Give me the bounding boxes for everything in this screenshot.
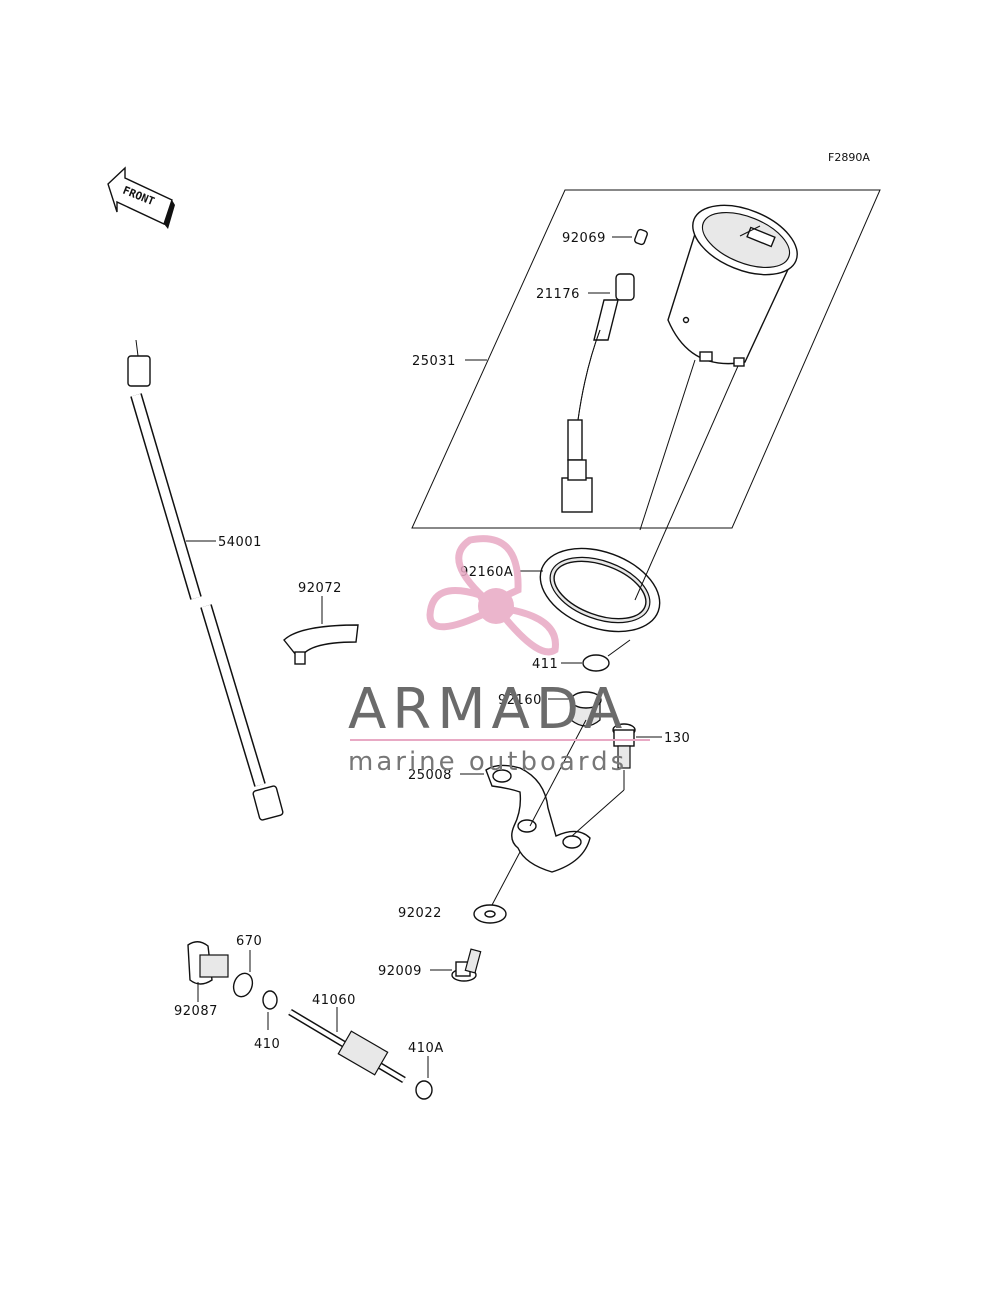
housing-92087 [187, 941, 229, 985]
part-label-670: 670 [236, 934, 262, 949]
part-label-411: 411 [532, 657, 558, 672]
part-label-54001: 54001 [218, 535, 262, 550]
part-label-92160A: 92160A [460, 565, 513, 580]
part-label-25031: 25031 [412, 354, 456, 369]
part-label-130: 130 [664, 731, 690, 746]
speedometer-gauge [667, 204, 798, 367]
speedometer-cable-54001 [127, 339, 284, 821]
bolt-130 [612, 723, 636, 769]
part-label-410A: 410A [408, 1041, 444, 1056]
cushion-92160A [539, 547, 661, 633]
cable-band-92072 [283, 624, 359, 665]
washer-411 [582, 654, 610, 672]
part-label-92069: 92069 [562, 231, 606, 246]
diagram-code: F2890A [828, 151, 870, 164]
part-label-410: 410 [254, 1037, 280, 1052]
washer-410 [262, 990, 278, 1010]
part-label-92072: 92072 [298, 581, 342, 596]
front-arrow-icon: FRONT [107, 166, 175, 229]
part-label-21176: 21176 [536, 287, 580, 302]
o-ring-670 [232, 972, 254, 998]
part-label-92087: 92087 [174, 1004, 218, 1019]
pinion-gear-41060 [288, 1008, 406, 1084]
washer-410A [415, 1080, 433, 1100]
watermark-subtitle: marine outboards [348, 747, 627, 777]
part-label-25008: 25008 [408, 768, 452, 783]
bolt-92009 [451, 948, 482, 982]
propeller-icon [426, 535, 559, 656]
assembly-box-25031 [411, 189, 881, 529]
part-label-92022: 92022 [398, 906, 442, 921]
bulb-92069 [634, 228, 648, 246]
part-label-92160: 92160 [498, 693, 542, 708]
part-label-92009: 92009 [378, 964, 422, 979]
part-label-41060: 41060 [312, 993, 356, 1008]
bulb-socket-21176 [561, 273, 635, 513]
bracket-25008 [485, 764, 591, 873]
damper-92160 [570, 691, 602, 727]
watermark-title: ARMADA [348, 677, 628, 742]
